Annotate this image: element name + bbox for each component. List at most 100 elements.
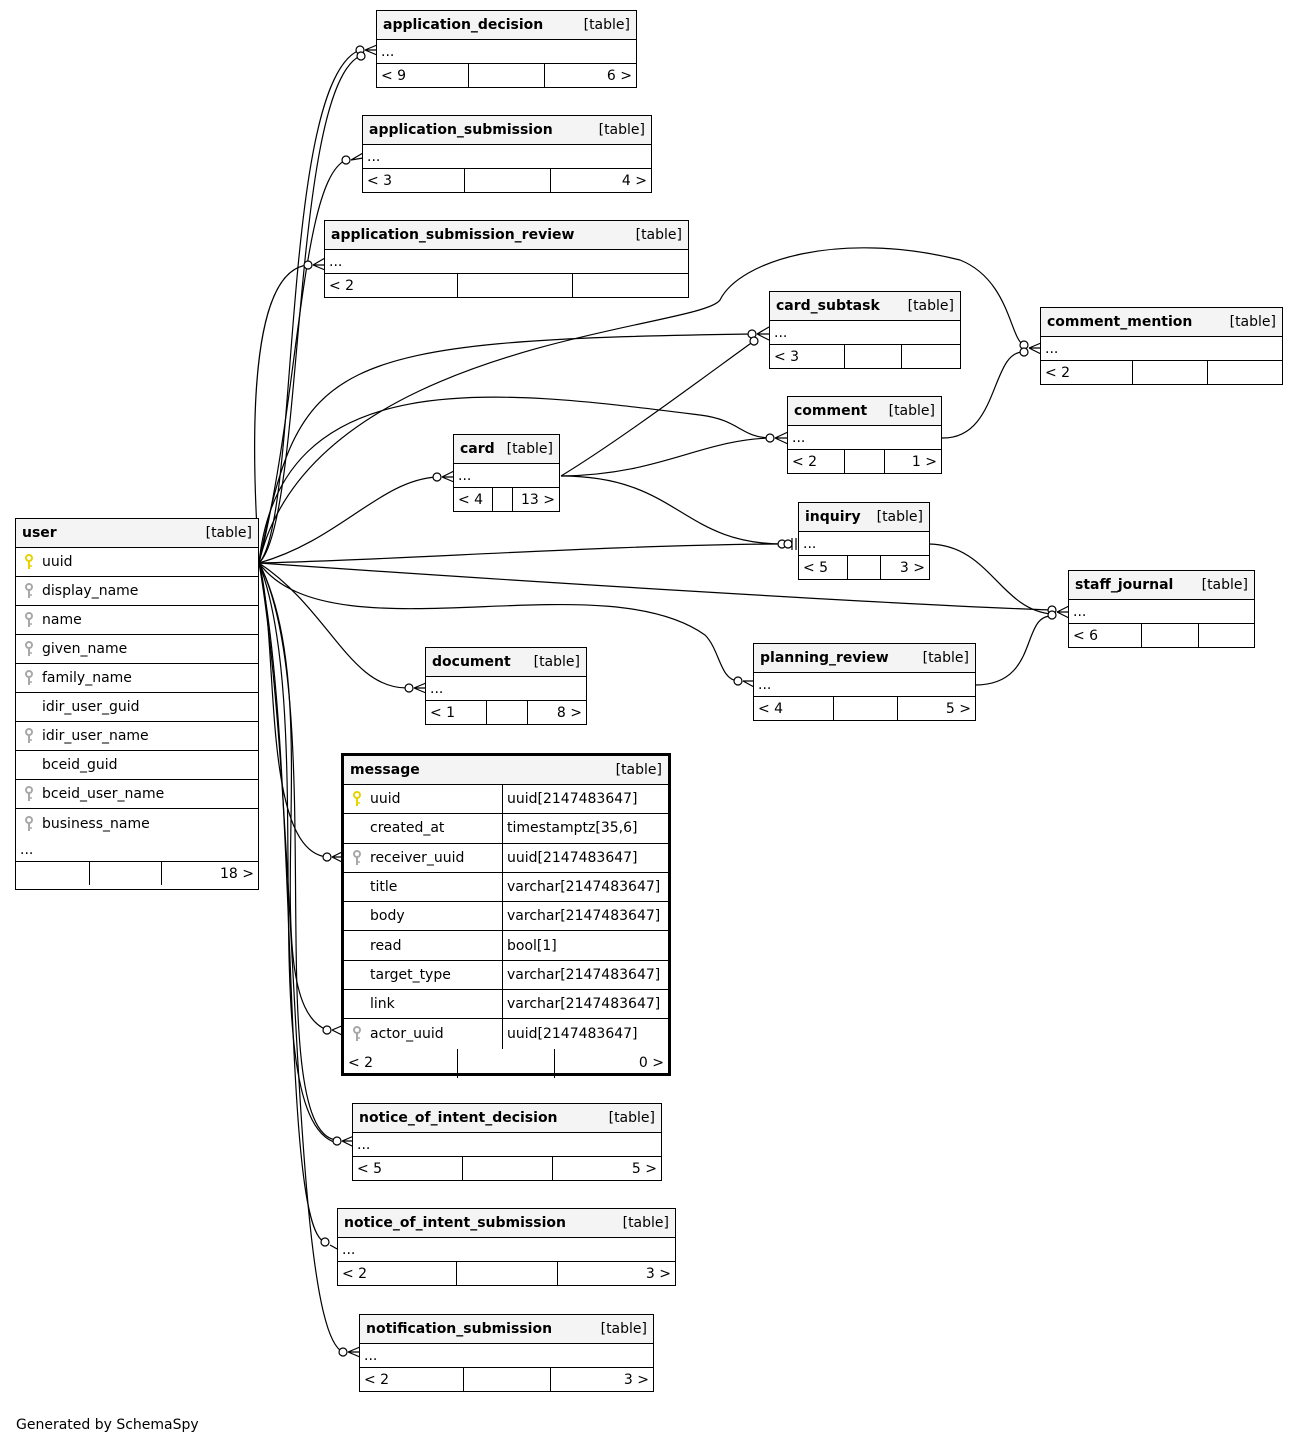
crowfoot [312,257,326,271]
optional-circle [404,683,414,693]
table-header: application_submission[table] [363,116,651,145]
column-name-cell: receiver_uuid [344,843,503,872]
column-name: bceid_guid [42,757,118,773]
more-columns: ... [1041,337,1282,361]
footer-left: < 3 [363,169,465,192]
table-type-tag: [table] [1201,577,1248,593]
more-columns: ... [360,1344,653,1368]
more-columns: ... [353,1133,661,1157]
table-header: message [table] [344,756,668,785]
table-footer: < 3 [770,345,960,368]
crowfoot [364,44,378,56]
more-columns: ... [788,426,941,450]
foreign-key-icon [16,583,42,599]
optional-circle [765,433,775,443]
more-columns: ... [770,321,960,345]
column-name: link [370,996,395,1013]
foreign-key-icon [16,612,42,628]
column-name-cell: read [344,931,503,960]
footer-left: < 5 [353,1157,463,1180]
column-type: varchar[2147483647] [507,996,661,1013]
column-name-cell: title [344,872,503,902]
optional-circle [332,1136,342,1146]
table-type-tag: [table] [533,654,580,670]
column-row: idir_user_name [16,722,258,751]
column-name-cell: created_at [344,814,503,843]
optional-circle [733,676,743,686]
edge-comment-comment-mention [940,351,1025,439]
footer-middle [464,1368,551,1391]
footer-middle [463,1157,553,1180]
table-footer: 18 > [16,862,258,885]
table-staff-journal[interactable]: staff_journal[table]...< 6 [1068,570,1255,648]
primary-key-icon [344,791,370,807]
column-type: bool[1] [507,937,557,954]
footer-left: < 2 [788,450,845,473]
footer-right [1208,361,1282,384]
table-name: planning_review [760,650,889,666]
footer-left: < 2 [338,1262,457,1285]
table-header: notice_of_intent_submission[table] [338,1209,675,1238]
column-type: timestamptz[35,6] [507,820,638,837]
column-name: target_type [370,966,451,983]
table-application-submission-review[interactable]: application_submission_review[table]...<… [324,220,689,298]
edge-user-inquiry [258,543,781,564]
table-comment-mention[interactable]: comment_mention[table]...< 2 [1040,307,1283,385]
table-header: comment_mention[table] [1041,308,1282,337]
crowfoot [791,538,797,550]
column-row: bceid_user_name [16,780,258,809]
column-row: family_name [16,664,258,693]
optional-circle [1019,347,1029,357]
footer-right: 3 > [645,1265,671,1282]
column-name-cell: actor_uuid [344,1019,503,1049]
table-name: document [432,654,511,670]
footer-middle [469,64,545,87]
more-columns: ... [338,1238,675,1262]
footer-left: < 2 [325,274,458,297]
table-notice-of-intent-submission[interactable]: notice_of_intent_submission[table]...< 2… [337,1208,676,1286]
foreign-key-icon [344,1026,370,1042]
table-card-subtask[interactable]: card_subtask[table]...< 3 [769,291,961,369]
footer-left: < 2 [360,1368,464,1391]
table-name: notification_submission [366,1321,553,1337]
column-name: receiver_uuid [370,849,465,866]
footer-right: 0 > [638,1055,664,1072]
table-type-tag: [table] [907,298,954,314]
edge-user-staff-journal [258,562,1053,611]
edge-user-document [258,562,410,689]
column-row: display_name [16,577,258,606]
table-type-tag: [table] [1229,314,1276,330]
table-type-tag: [table] [598,122,645,138]
table-name: application_submission_review [331,227,575,243]
column-name: uuid [42,554,73,570]
table-header: application_decision[table] [377,11,636,40]
edge-user-notification-submission [258,562,344,1353]
optional-circle [432,472,442,482]
edge-card-card-subtask [560,340,755,477]
column-type: varchar[2147483647] [507,908,661,925]
column-type: uuid[2147483647] [507,1026,638,1043]
column-name: given_name [42,641,128,657]
foreign-key-icon [16,641,42,657]
footer-left: < 9 [377,64,469,87]
crowfoot [1056,605,1070,619]
footer-left: < 3 [770,345,845,368]
